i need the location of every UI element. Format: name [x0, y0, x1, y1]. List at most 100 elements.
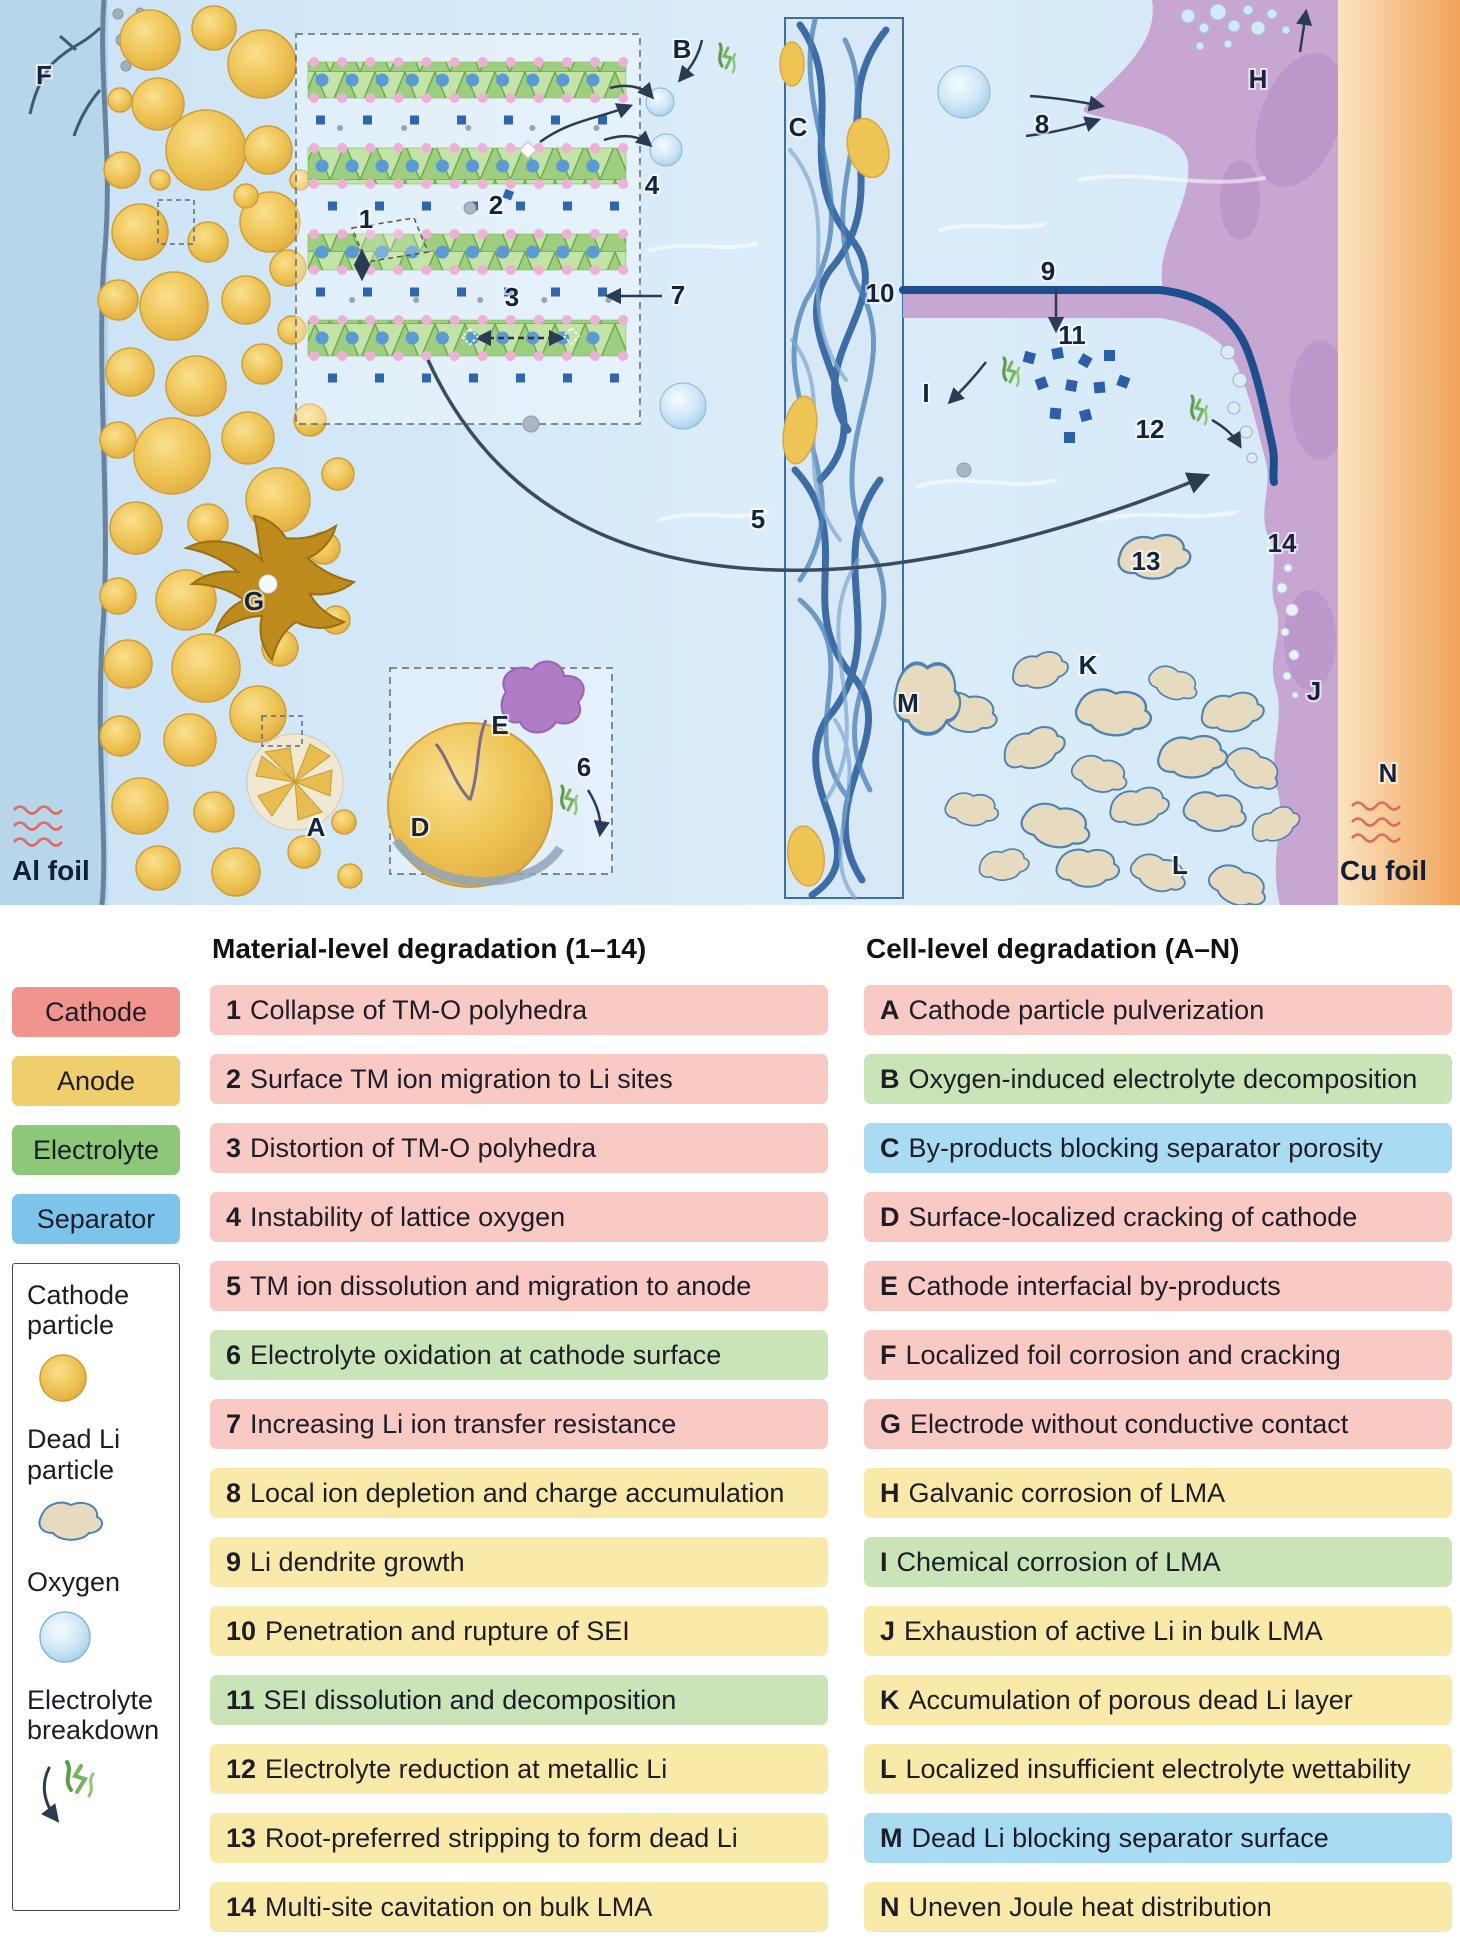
swatch-separator: Separator: [12, 1194, 180, 1244]
pore-blocking-byproducts: [779, 41, 890, 887]
label-12: 12: [1136, 414, 1165, 444]
chemical-corrosion-annotation: [947, 356, 1021, 405]
ion-depletion-arrows: [1025, 94, 1106, 138]
label-8: 8: [1035, 109, 1049, 139]
label-11: 11: [1058, 320, 1086, 350]
oxygen-decomposition-annotation: [677, 39, 737, 83]
label-E: E: [491, 710, 508, 740]
swatch-electrolyte: Electrolyte: [12, 1125, 180, 1175]
sei-edge-bubbles: [1220, 344, 1258, 464]
swatch-cathode-label: Cathode: [44, 996, 148, 1027]
oxygen-icon: [39, 1611, 91, 1663]
swatch-anode: Anode: [12, 1056, 180, 1106]
swatch-cathode: Cathode: [12, 987, 180, 1037]
diagram-labels: F G A D E 6 B C 1 2 3 4 7 5 10 8 H 9 11 …: [12, 32, 1427, 886]
label-H: H: [1249, 64, 1268, 94]
byproduct-particles: [463, 201, 972, 478]
label-F: F: [36, 60, 52, 90]
sei-layer: [899, 286, 1278, 486]
symbol-key-box: Cathode particle Dead Li particle: [12, 1263, 180, 1911]
electrolyte-breakdown-icon: [41, 1759, 95, 1823]
cell-list-title: Cell-level degradation (A–N): [866, 933, 1240, 964]
cracked-cathode-particle: [387, 722, 553, 888]
label-G: G: [244, 586, 264, 616]
material-list-title: Material-level degradation (1–14): [212, 933, 647, 964]
distortion-annotation: [460, 326, 581, 347]
symbol-electrolyte-breakdown: Electrolyte breakdown: [27, 1685, 169, 1831]
label-B: B: [673, 34, 692, 64]
symbol-cathode-particle: Cathode particle: [27, 1280, 169, 1404]
label-C: C: [789, 112, 808, 142]
cavitation-bubbles: [1276, 563, 1300, 699]
label-13: 13: [1132, 546, 1161, 576]
tm-dissolution-arrow: [426, 359, 1211, 572]
label-7: 7: [671, 280, 685, 310]
oxygen-bubbles: [659, 65, 991, 430]
swatch-anode-label: Anode: [56, 1065, 136, 1096]
label-14: 14: [1268, 528, 1297, 558]
label-I: I: [922, 378, 929, 408]
interfacial-byproduct-blob: [500, 660, 585, 734]
tm-migration-annotation: [502, 103, 634, 201]
label-9: 9: [1041, 256, 1055, 286]
battery-cell-diagram: F G A D E 6 B C 1 2 3 4 7 5 10 8 H 9 11 …: [0, 0, 1460, 905]
zoom-callout-box: [157, 199, 195, 245]
label-M: M: [897, 688, 919, 718]
label-D: D: [411, 812, 430, 842]
label-A: A: [307, 812, 326, 842]
lattice-oxygen-annotation: [603, 81, 683, 167]
swatch-separator-label: Separator: [36, 1203, 156, 1234]
label-cu-foil: Cu foil: [1340, 855, 1427, 886]
cathode-particle-icon: [39, 1354, 87, 1403]
label-4: 4: [645, 170, 660, 200]
disconnected-electrode-crack: [182, 514, 357, 663]
pulverized-particle: [246, 715, 344, 831]
label-1: 1: [359, 204, 373, 234]
electrolyte-reduction-annotation: [1190, 394, 1242, 449]
sei-debris-squares: [1022, 347, 1131, 443]
separator-band: [779, 17, 904, 900]
label-K: K: [1079, 650, 1098, 680]
collapse-annotation: [350, 217, 430, 282]
label-5: 5: [751, 504, 765, 534]
foil-crack-icon: [28, 26, 102, 137]
crystal-lattice-inset: [295, 33, 641, 425]
joule-heat-waves-left-icon: [13, 805, 63, 847]
label-J: J: [1307, 676, 1321, 706]
symbol-oxygen: Oxygen: [27, 1567, 169, 1665]
label-al-foil: Al foil: [12, 855, 90, 886]
label-3: 3: [505, 282, 519, 312]
joule-heat-waves-right-icon: [1351, 801, 1401, 843]
label-2: 2: [489, 190, 503, 220]
legend-section: Cathode Anode Electrolyte Separator Cath…: [0, 905, 1460, 1939]
cei-layer: [392, 837, 564, 886]
cathode-surface-inset: [387, 660, 613, 888]
electrolyte-waves: [648, 174, 1266, 522]
al-foil-strip: [0, 0, 145, 905]
symbol-dead-li-particle: Dead Li particle: [27, 1424, 169, 1546]
